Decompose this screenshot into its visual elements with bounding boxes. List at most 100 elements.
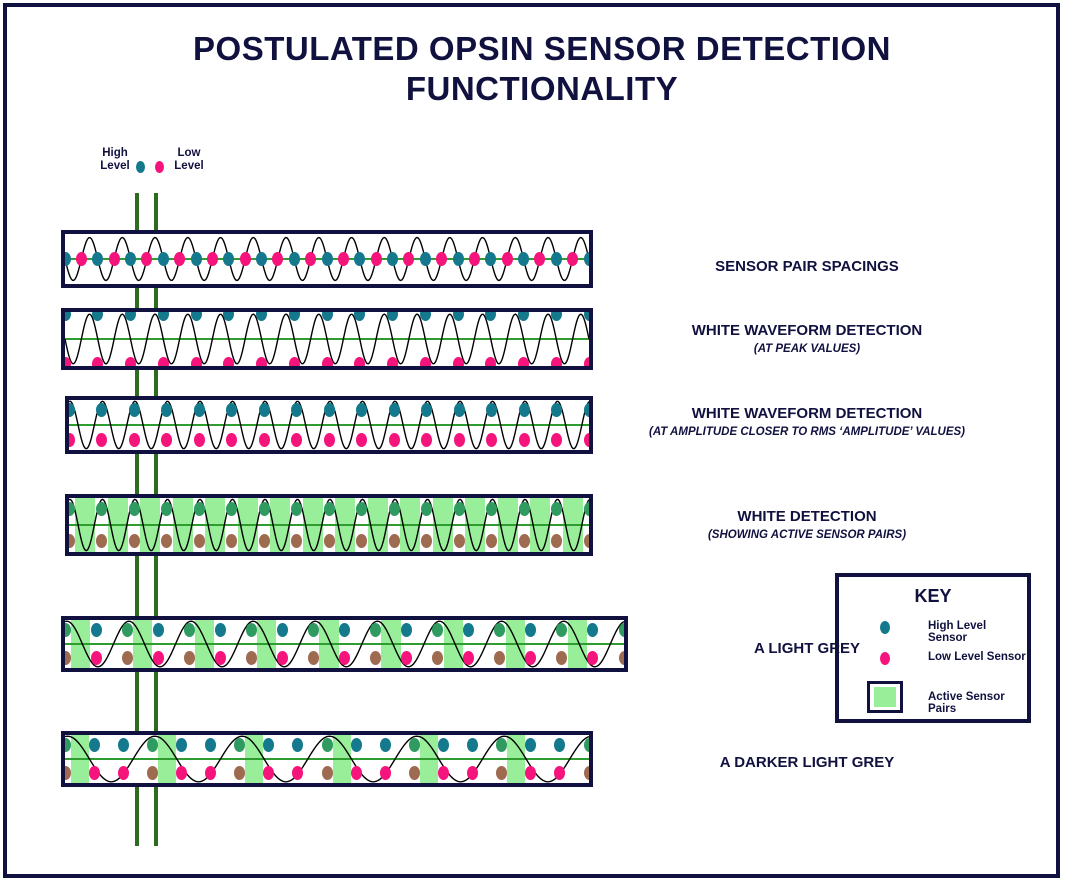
high-level-sensor-dot: [161, 502, 172, 517]
low-level-sensor-dot: [65, 356, 71, 366]
row-a-light-grey: [61, 616, 628, 672]
low-level-sensor-dot: [356, 432, 367, 447]
high-level-sensor-dot: [223, 312, 235, 322]
low-level-sensor-dot: [117, 766, 129, 781]
low-level-sensor-dot: [554, 766, 566, 781]
low-level-sensor-dot: [453, 533, 465, 548]
low-level-sensor-dot: [583, 356, 589, 366]
high-level-sensor-dot: [69, 403, 75, 418]
high-level-sensor-dot: [421, 502, 432, 517]
high-level-sensor-dot: [583, 252, 589, 266]
high-level-sensor-dot: [554, 737, 566, 752]
page-title: POSTULATED OPSIN SENSOR DETECTION FUNCTI…: [193, 30, 891, 107]
key-active-sensor-pairs-label: Active Sensor Pairs: [928, 691, 1005, 715]
high-level-sensor-dot: [551, 502, 562, 517]
key-low-level-sensor-dot: [880, 652, 890, 665]
low-level-sensor-dot: [401, 651, 413, 666]
low-level-sensor-dot: [556, 651, 568, 666]
high-level-sensor-dot: [321, 312, 333, 322]
low-level-sensor-dot: [69, 533, 75, 548]
low-level-sensor-dot: [339, 651, 350, 666]
high-level-sensor-dot: [157, 252, 169, 266]
high-level-sensor-dot: [437, 737, 449, 752]
high-level-sensor-dot: [587, 622, 599, 637]
high-level-sensor-dot: [65, 622, 71, 637]
low-level-sensor-dot: [292, 766, 304, 781]
low-level-sensor-dot: [518, 432, 530, 447]
low-level-sensor-dot: [223, 356, 235, 366]
low-level-marker-label-line2: Level: [174, 160, 204, 172]
high-level-sensor-dot: [128, 403, 140, 418]
low-level-sensor-dot: [276, 651, 288, 666]
high-level-marker-label: High Level: [85, 147, 145, 173]
low-level-sensor-dot: [323, 432, 335, 447]
high-level-sensor-dot: [518, 252, 529, 266]
high-level-sensor-dot: [556, 622, 568, 637]
high-level-sensor-dot: [518, 312, 529, 322]
high-level-sensor-dot: [356, 403, 367, 418]
low-level-sensor-dot: [583, 533, 589, 548]
low-level-sensor-dot: [190, 356, 202, 366]
low-level-sensor-dot: [468, 252, 480, 266]
low-level-sensor-dot: [69, 432, 75, 447]
high-level-sensor-dot: [354, 252, 366, 266]
high-level-sensor-dot: [356, 502, 367, 517]
low-level-sensor-dot: [128, 432, 140, 447]
low-level-sensor-dot: [258, 432, 270, 447]
low-level-sensor-dot: [226, 533, 237, 548]
high-level-sensor-dot: [256, 252, 267, 266]
low-level-sensor-dot: [550, 356, 562, 366]
high-level-sensor-dot: [467, 737, 479, 752]
waveform: [69, 498, 589, 552]
high-level-sensor-dot: [485, 252, 497, 266]
high-level-sensor-dot: [550, 312, 562, 322]
high-level-sensor-dot: [432, 622, 444, 637]
low-level-sensor-dot: [214, 651, 226, 666]
row-label-white-waveform-detection-rms: WHITE WAVEFORM DETECTION: [691, 405, 923, 422]
low-level-sensor-dot: [567, 252, 579, 266]
high-level-sensor-dot: [193, 403, 205, 418]
row-label-white-detection: WHITE DETECTION: [737, 508, 877, 525]
high-level-sensor-dot: [226, 403, 237, 418]
waveform: [65, 735, 589, 783]
low-level-marker-dot: [155, 161, 164, 173]
low-level-sensor-dot: [388, 533, 400, 548]
high-level-sensor-dot: [388, 403, 400, 418]
high-level-sensor-dot: [486, 502, 497, 517]
key-title: KEY: [914, 586, 952, 606]
low-level-sensor-dot: [146, 766, 158, 781]
low-level-sensor-dot: [518, 356, 529, 366]
high-level-sensor-dot: [350, 737, 362, 752]
high-level-sensor-dot: [223, 252, 235, 266]
low-level-sensor-dot: [152, 651, 164, 666]
high-level-sensor-dot: [288, 252, 300, 266]
low-level-sensor-dot: [291, 432, 302, 447]
high-level-sensor-dot: [401, 622, 413, 637]
center-line: [69, 424, 589, 426]
low-level-sensor-dot: [467, 766, 479, 781]
low-level-sensor-dot: [356, 533, 367, 548]
low-level-sensor-dot: [161, 432, 172, 447]
high-level-sensor-dot: [117, 737, 129, 752]
low-level-sensor-dot: [193, 432, 205, 447]
high-level-sensor-dot: [387, 312, 398, 322]
row-label-a-darker-light-grey: A DARKER LIGHT GREY: [719, 754, 895, 771]
low-level-sensor-dot: [88, 766, 100, 781]
low-level-sensor-dot: [379, 766, 391, 781]
high-level-sensor-dot: [263, 737, 275, 752]
high-level-sensor-dot: [323, 502, 335, 517]
low-level-sensor-dot: [494, 651, 506, 666]
high-level-sensor-dot: [175, 737, 187, 752]
low-level-sensor-dot: [354, 356, 366, 366]
center-line: [65, 758, 589, 760]
high-level-sensor-dot: [525, 622, 537, 637]
low-level-sensor-dot: [183, 651, 195, 666]
low-level-sensor-dot: [370, 252, 382, 266]
row-sublabel-white-waveform-detection-rms: (AT AMPLITUDE CLOSER TO RMS ‘AMPLITUDE’ …: [648, 426, 966, 438]
low-level-marker-label: Low Level: [159, 147, 219, 173]
low-level-sensor-dot: [525, 651, 537, 666]
high-level-sensor-dot: [494, 622, 506, 637]
high-level-sensor-dot: [121, 622, 133, 637]
low-level-sensor-dot: [432, 651, 444, 666]
high-level-sensor-dot: [321, 252, 333, 266]
